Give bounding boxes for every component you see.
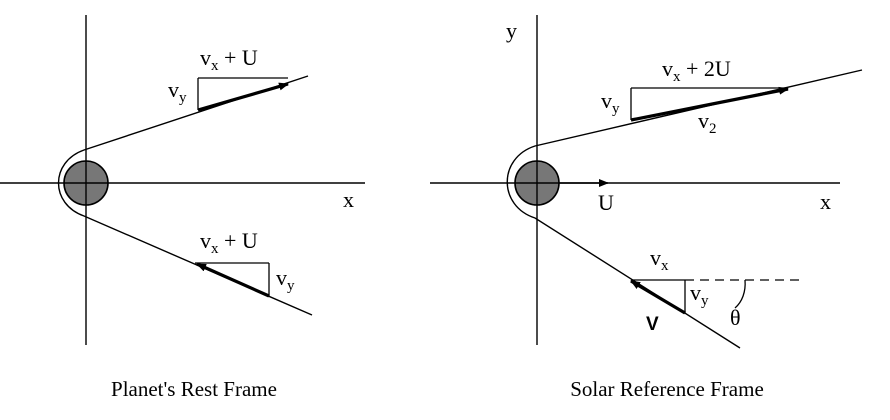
left-upper-vx-label: vx + U bbox=[200, 45, 258, 74]
right-upper-velocity: vx + 2U vy v2 bbox=[601, 56, 789, 137]
left-panel: x vx + U vy vx + U vy Planet's Rest Fram… bbox=[0, 15, 365, 401]
right-x-axis-label: x bbox=[820, 189, 831, 214]
left-lower-vx-label: vx + U bbox=[200, 228, 258, 257]
right-lower-vector-label: V bbox=[646, 314, 659, 335]
planet-velocity-label: U bbox=[598, 190, 614, 215]
right-lower-vy-label: vy bbox=[690, 280, 709, 309]
left-trajectory bbox=[58, 75, 313, 316]
left-lower-velocity: vx + U vy bbox=[195, 228, 295, 298]
left-upper-velocity: vx + U vy bbox=[168, 45, 289, 112]
left-lower-vy-label: vy bbox=[276, 265, 295, 294]
right-lower-velocity-arrow bbox=[630, 279, 686, 315]
right-y-axis-label: y bbox=[506, 18, 517, 43]
left-upper-vy-label: vy bbox=[168, 77, 187, 106]
right-trajectory bbox=[506, 69, 863, 349]
right-upper-vy-label: vy bbox=[601, 88, 620, 117]
right-upper-vx-label: vx + 2U bbox=[662, 56, 731, 85]
left-lower-velocity-arrow bbox=[196, 262, 270, 298]
left-x-axis-label: x bbox=[343, 187, 354, 212]
right-lower-vx-label: vx bbox=[650, 245, 669, 274]
angle-arc bbox=[734, 279, 746, 309]
right-lower-velocity: vx vy V θ bbox=[630, 245, 800, 335]
right-upper-vector-label: v2 bbox=[698, 108, 717, 137]
right-caption: Solar Reference Frame bbox=[570, 377, 764, 401]
right-upper-velocity-arrow bbox=[630, 86, 789, 122]
angle-label: θ bbox=[730, 305, 741, 330]
right-panel: y x U vx + 2U vy v2 vx vy V bbox=[430, 15, 863, 401]
left-caption: Planet's Rest Frame bbox=[111, 377, 277, 401]
left-upper-velocity-arrow bbox=[197, 82, 289, 112]
